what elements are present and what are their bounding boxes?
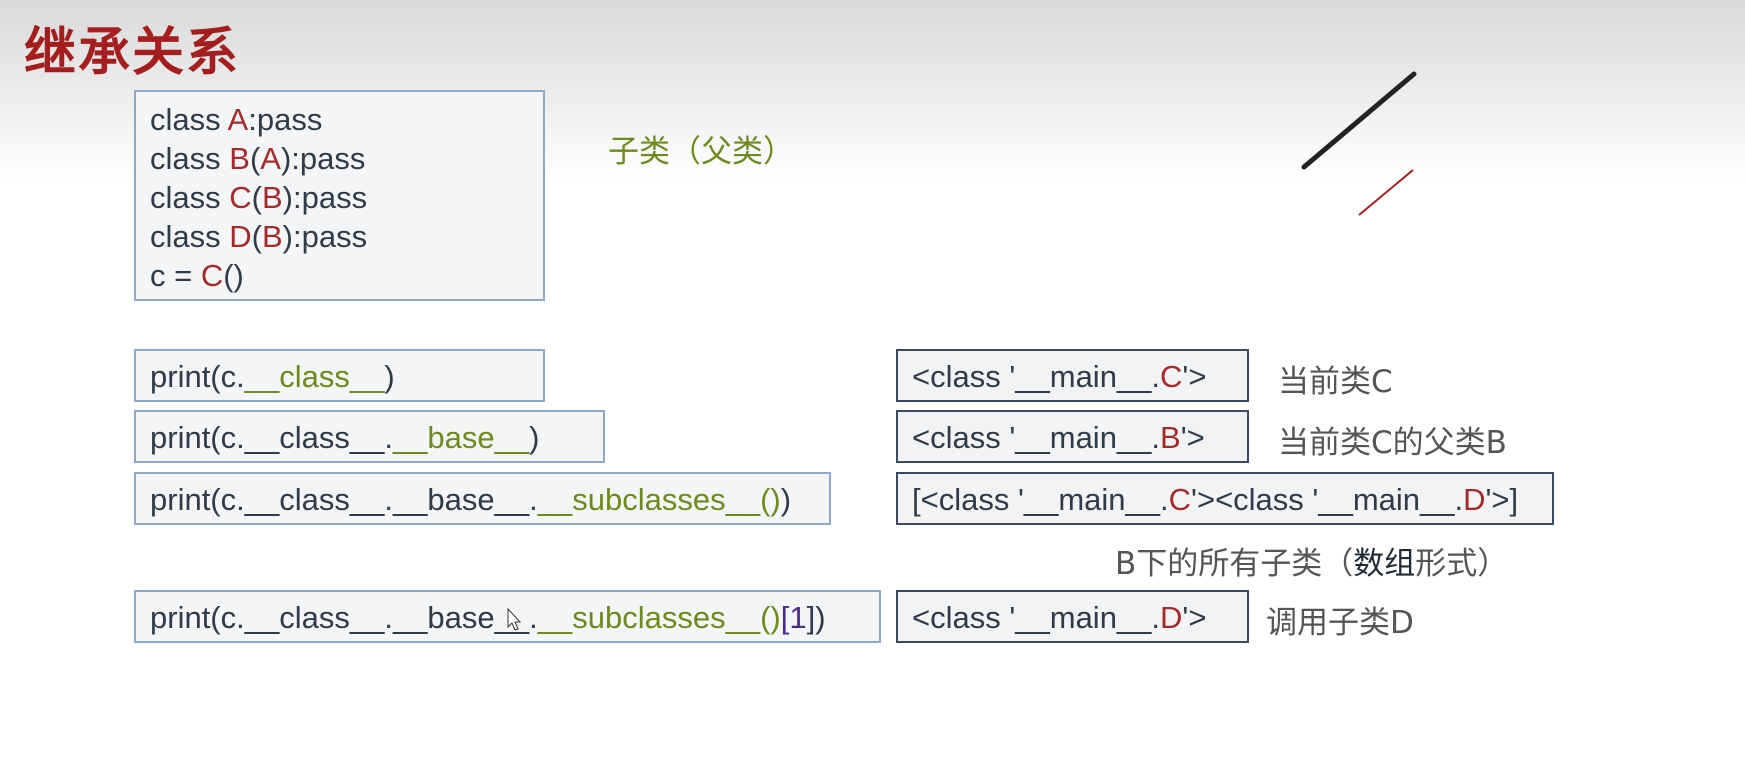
result-class-box: <class '__main__.C'> [896, 349, 1249, 402]
note-all-subclasses: B下的所有子类（数组形式） [1115, 546, 1509, 582]
result-base-box: <class '__main__.B'> [896, 410, 1249, 463]
code-line-a: class A:pass [150, 102, 323, 137]
result-subclasses-box: [<class '__main__.C'><class '__main__.D'… [896, 472, 1554, 525]
class-definition-block: class A:pass class B(A):pass class C(B):… [134, 90, 545, 301]
page-title: 继承关系 [24, 23, 241, 83]
code-subclasses-box: print(c.__class__.__base__.__subclasses_… [134, 472, 831, 525]
code-class-box: print(c.__class__) [134, 349, 545, 402]
subclass-annotation: 子类（父类） [608, 134, 794, 170]
note-call-subclass: 调用子类D [1266, 605, 1414, 641]
code-line-b: class B(A):pass [150, 141, 366, 176]
code-line-d: class D(B):pass [150, 219, 368, 254]
code-base-box: print(c.__class__.__base__) [134, 410, 605, 463]
note-parent-class: 当前类C的父类B [1278, 425, 1507, 461]
note-current-class: 当前类C [1278, 364, 1393, 400]
result-subclass-index-box: <class '__main__.D'> [896, 590, 1249, 643]
code-line-c: class C(B):pass [150, 180, 368, 215]
code-subclass-index-box: print(c.__class__.__base__.__subclasses_… [134, 590, 881, 643]
code-line-instance: c = C() [150, 258, 244, 293]
